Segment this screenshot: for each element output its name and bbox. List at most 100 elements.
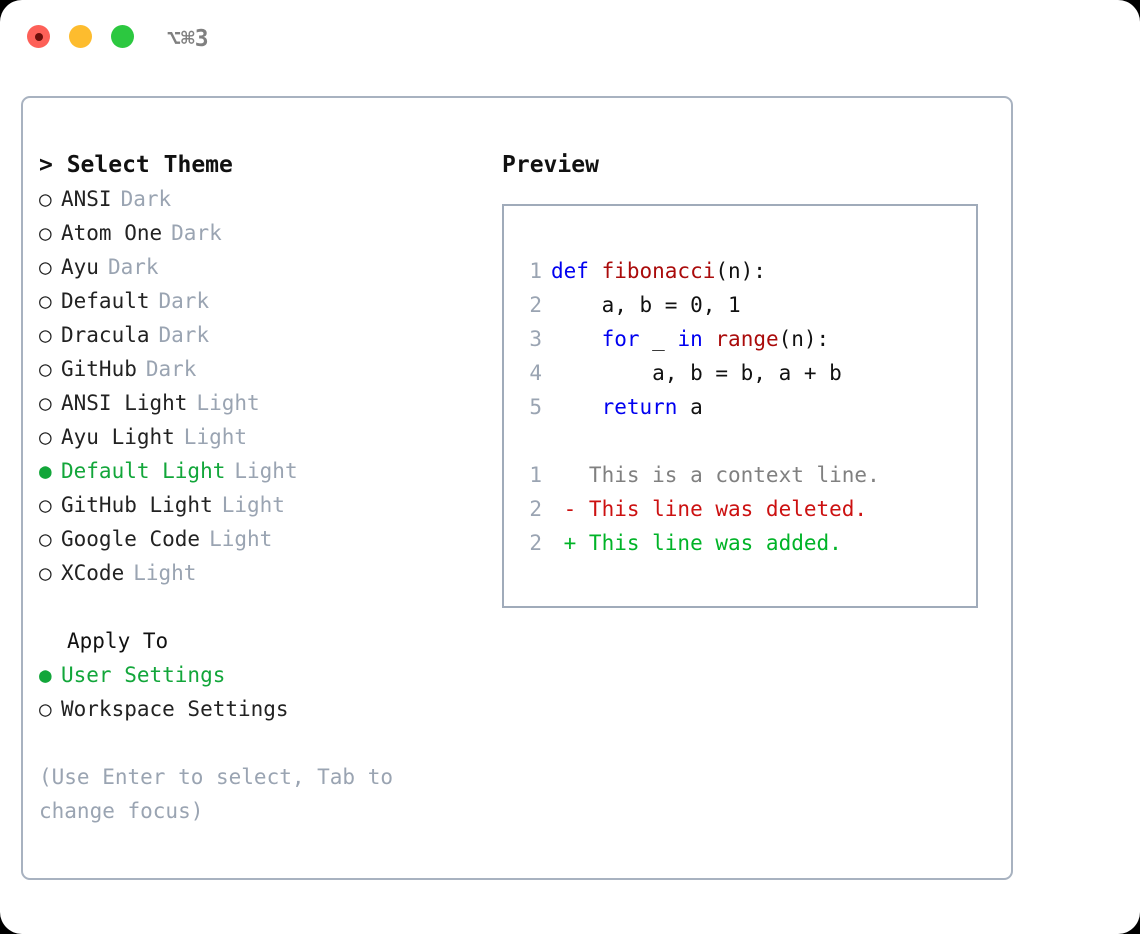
radio-unselected-icon: ○	[39, 289, 52, 313]
radio-unselected-icon: ○	[39, 255, 52, 279]
theme-option-label: Google Code	[61, 527, 201, 551]
code-token: _	[639, 327, 678, 351]
section-spacer	[39, 590, 479, 624]
apply-to-option-label: User Settings	[61, 663, 226, 687]
keyboard-hint: (Use Enter to select, Tab to change focu…	[39, 765, 406, 823]
theme-option-tag: Light	[234, 459, 298, 483]
code-token: for	[601, 327, 640, 351]
code-line	[516, 424, 976, 458]
code-line: 1 def fibonacci(n):	[516, 254, 976, 288]
apply-to-option-list: ● User Settings ○ Workspace Settings	[39, 658, 479, 726]
line-number: 2	[529, 497, 542, 521]
radio-unselected-icon: ○	[39, 527, 52, 551]
code-token: (n):	[778, 327, 830, 351]
theme-option-xcode[interactable]: ○ XCode Light	[39, 556, 479, 590]
apply-to-option-workspace-settings[interactable]: ○ Workspace Settings	[39, 692, 479, 726]
theme-option-tag: Dark	[145, 357, 197, 381]
apply-to-option-user-settings[interactable]: ● User Settings	[39, 658, 479, 692]
code-token: in	[677, 327, 703, 351]
theme-option-label: GitHub Light	[61, 493, 213, 517]
radio-selected-icon: ●	[39, 459, 52, 483]
line-number: 2	[529, 293, 542, 317]
theme-picker-header: > Select Theme	[39, 152, 233, 178]
code-token	[551, 390, 602, 424]
minimize-button[interactable]	[69, 25, 92, 48]
code-token: return	[601, 395, 678, 419]
radio-unselected-icon: ○	[39, 357, 52, 381]
theme-option-tag: Light	[209, 527, 273, 551]
traffic-lights	[27, 25, 134, 48]
radio-unselected-icon: ○	[39, 323, 52, 347]
code-line: 4 a, b = b, a + b	[516, 356, 976, 390]
theme-option-tag: Light	[133, 561, 197, 585]
zoom-button[interactable]	[111, 25, 134, 48]
theme-option-tag: Dark	[158, 289, 210, 313]
theme-option-tag: Dark	[171, 221, 222, 245]
code-token: def	[551, 259, 602, 283]
line-number: 1	[529, 463, 542, 487]
keyboard-shortcut-label: ⌥⌘3	[167, 26, 209, 52]
theme-option-label: Ayu	[61, 255, 99, 279]
theme-option-tag: Light	[221, 493, 285, 517]
code-line: 3 for _ in range(n):	[516, 322, 976, 356]
code-line: 5 return a	[516, 390, 976, 424]
line-number: 1	[529, 259, 542, 283]
code-token	[551, 322, 602, 356]
radio-unselected-icon: ○	[39, 493, 52, 517]
line-number: 4	[529, 361, 542, 385]
theme-option-label: GitHub	[61, 357, 137, 381]
code-token: range	[715, 327, 779, 351]
code-token: fibonacci	[601, 259, 716, 283]
theme-option-label: ANSI Light	[61, 391, 188, 415]
theme-option-github-light[interactable]: ○ GitHub Light Light	[39, 488, 479, 522]
theme-option-label: Dracula	[61, 323, 150, 347]
code-line: 2 - This line was deleted.	[516, 492, 976, 526]
theme-option-tag: Light	[196, 391, 260, 415]
radio-unselected-icon: ○	[39, 391, 52, 415]
theme-option-default[interactable]: ○ Default Dark	[39, 284, 479, 318]
theme-option-default-light[interactable]: ● Default Light Light	[39, 454, 479, 488]
code-token: + This line was added.	[551, 531, 842, 555]
theme-option-label: Atom One	[61, 221, 163, 245]
window-titlebar: ⌥⌘3	[0, 0, 1140, 78]
close-button[interactable]	[27, 25, 50, 48]
apply-to-option-label: Workspace Settings	[61, 697, 289, 721]
code-line: 2 + This line was added.	[516, 526, 976, 560]
theme-option-label: Default	[61, 289, 150, 313]
theme-option-label: Default Light	[61, 459, 226, 483]
code-line: 1 This is a context line.	[516, 458, 976, 492]
theme-option-tag: Dark	[120, 187, 172, 211]
line-number: 5	[529, 395, 542, 419]
theme-option-label: Ayu Light	[61, 425, 175, 449]
radio-unselected-icon: ○	[39, 697, 52, 721]
theme-option-tag: Light	[183, 425, 248, 449]
radio-unselected-icon: ○	[39, 561, 52, 585]
radio-unselected-icon: ○	[39, 221, 52, 245]
theme-option-atom-one[interactable]: ○ Atom One Dark	[39, 216, 479, 250]
code-token: (n):	[715, 259, 766, 283]
code-token: - This line was deleted.	[551, 497, 868, 521]
radio-unselected-icon: ○	[39, 187, 52, 211]
theme-option-label: ANSI	[61, 187, 112, 211]
preview-title: Preview	[502, 152, 599, 178]
code-line: 2 a, b = 0, 1	[516, 288, 976, 322]
theme-option-ansi-light[interactable]: ○ ANSI Light Light	[39, 386, 479, 420]
theme-option-github[interactable]: ○ GitHub Dark	[39, 352, 479, 386]
theme-option-google-code[interactable]: ○ Google Code Light	[39, 522, 479, 556]
theme-option-tag: Dark	[107, 255, 159, 279]
theme-option-ayu[interactable]: ○ Ayu Dark	[39, 250, 479, 284]
theme-option-label: XCode	[61, 561, 125, 585]
radio-selected-icon: ●	[39, 663, 52, 687]
code-token	[551, 424, 564, 458]
theme-option-ansi[interactable]: ○ ANSI Dark	[39, 182, 479, 216]
code-token	[703, 322, 716, 356]
code-token: a, b = 0, 1	[551, 293, 741, 317]
